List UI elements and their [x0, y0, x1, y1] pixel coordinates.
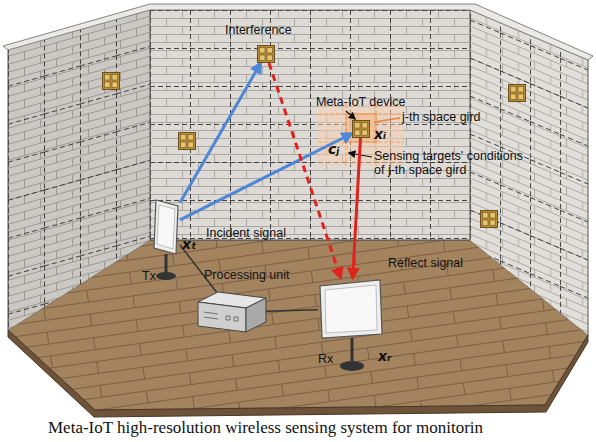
- node-outline: [352, 120, 370, 138]
- unit-side: [246, 298, 266, 332]
- leader-line: [374, 118, 400, 122]
- floor-edge: [8, 330, 588, 417]
- antenna-panel: [320, 280, 382, 338]
- wall-shade: [8, 10, 150, 330]
- meta-iot-device: [258, 46, 275, 63]
- signal-arrow: [353, 138, 361, 278]
- antenna-face: [325, 285, 377, 333]
- room-edge: [8, 10, 588, 335]
- antenna-base: [340, 361, 364, 371]
- edge-label: Incident signal: [206, 226, 286, 240]
- meta-iot-device: [103, 73, 120, 90]
- antenna-stand: [165, 254, 168, 273]
- node-tx: Txxₜ: [152, 198, 180, 256]
- node-label: Rx: [318, 352, 333, 366]
- meta-iot-device: [481, 211, 498, 228]
- node-outline: [318, 278, 384, 340]
- node-label: Tx: [142, 269, 156, 283]
- edge-label: Reflect signal: [388, 256, 463, 270]
- back-wall-grid: [150, 10, 470, 240]
- node-pu: Processing unit: [198, 292, 266, 332]
- meta-iot-device: [179, 133, 196, 150]
- antenna-stand: [351, 338, 354, 363]
- node-label: xᵢ: [374, 126, 386, 142]
- annotation-label: j-th space gird: [402, 110, 481, 124]
- antenna-face: [157, 205, 175, 249]
- right-wall-grid: [470, 10, 588, 335]
- node-label: xₜ: [182, 236, 196, 252]
- node-device: Interference: [257, 45, 275, 63]
- back-wall: [150, 10, 470, 240]
- unit-detail: [204, 312, 238, 321]
- cable-line: [266, 310, 318, 311]
- wall-top: [3, 4, 593, 60]
- leader-arrow: [346, 111, 355, 119]
- annotation-label: cⱼ: [328, 141, 339, 157]
- left-wall-grid: [8, 10, 150, 330]
- node-device: Meta-IoT devicexᵢ: [352, 120, 370, 138]
- node-outline: [257, 45, 275, 63]
- meta-iot-device: [509, 85, 526, 102]
- node-rx: Rxxᵣ: [318, 278, 384, 340]
- annotation-label: Sensing targets' conditions of j-th spac…: [374, 149, 524, 178]
- left-wall: [8, 10, 150, 330]
- j-th-space-grid: [346, 114, 376, 142]
- node-outline: [152, 198, 180, 256]
- node-label: xᵣ: [378, 348, 391, 364]
- signal-arrow: [180, 134, 352, 220]
- unit-front: [198, 302, 246, 332]
- node-label: Interference: [225, 23, 292, 37]
- antenna-base: [156, 272, 176, 280]
- node-label: Meta-IoT device: [316, 95, 405, 109]
- antenna-panel: [154, 200, 178, 254]
- node-outline: [198, 292, 266, 332]
- meta-iot-device: [353, 121, 370, 138]
- figure-caption: Meta-IoT high-resolution wireless sensin…: [48, 418, 483, 438]
- node-label: Processing unit: [204, 268, 289, 282]
- right-wall: [470, 10, 588, 335]
- signal-arrow: [180, 63, 261, 203]
